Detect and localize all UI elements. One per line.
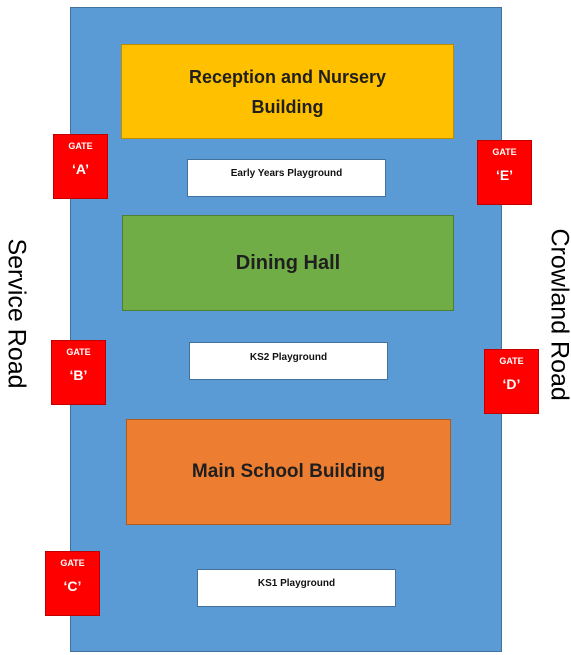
ks2-playground-label: KS2 Playground	[249, 351, 328, 363]
gate-d: GATE ‘D’	[484, 349, 539, 414]
service-road-label: Service Road	[2, 238, 31, 389]
gate-b: GATE ‘B’	[51, 340, 106, 405]
gate-d-title: GATE	[499, 356, 524, 366]
ks1-playground: KS1 Playground	[197, 569, 396, 607]
gate-b-letter: ‘B’	[69, 367, 88, 383]
early-years-playground-label: Early Years Playground	[230, 167, 343, 179]
gate-c: GATE ‘C’	[45, 551, 100, 616]
reception-building-label: Reception and Nursery Building	[189, 62, 386, 122]
gate-d-letter: ‘D’	[502, 376, 521, 392]
gate-b-title: GATE	[66, 347, 91, 357]
gate-e-letter: ‘E’	[495, 167, 514, 183]
dining-hall: Dining Hall	[122, 215, 454, 311]
gate-c-letter: ‘C’	[63, 578, 82, 594]
gate-e-title: GATE	[492, 147, 517, 157]
gate-a-title: GATE	[68, 141, 93, 151]
ks2-playground: KS2 Playground	[189, 342, 388, 380]
gate-a: GATE ‘A’	[53, 134, 108, 199]
dining-hall-label: Dining Hall	[235, 251, 341, 274]
gate-e: GATE ‘E’	[477, 140, 532, 205]
reception-label-line2: Building	[251, 96, 324, 117]
early-years-playground: Early Years Playground	[187, 159, 386, 197]
gate-a-letter: ‘A’	[71, 161, 90, 177]
reception-nursery-building: Reception and Nursery Building	[121, 44, 454, 139]
main-school-building-label: Main School Building	[191, 461, 386, 482]
crowland-road-label: Crowland Road	[545, 228, 571, 401]
reception-label-line1: Reception and Nursery	[188, 66, 387, 87]
main-school-building: Main School Building	[126, 419, 451, 525]
gate-c-title: GATE	[60, 558, 85, 568]
ks1-playground-label: KS1 Playground	[257, 577, 336, 589]
